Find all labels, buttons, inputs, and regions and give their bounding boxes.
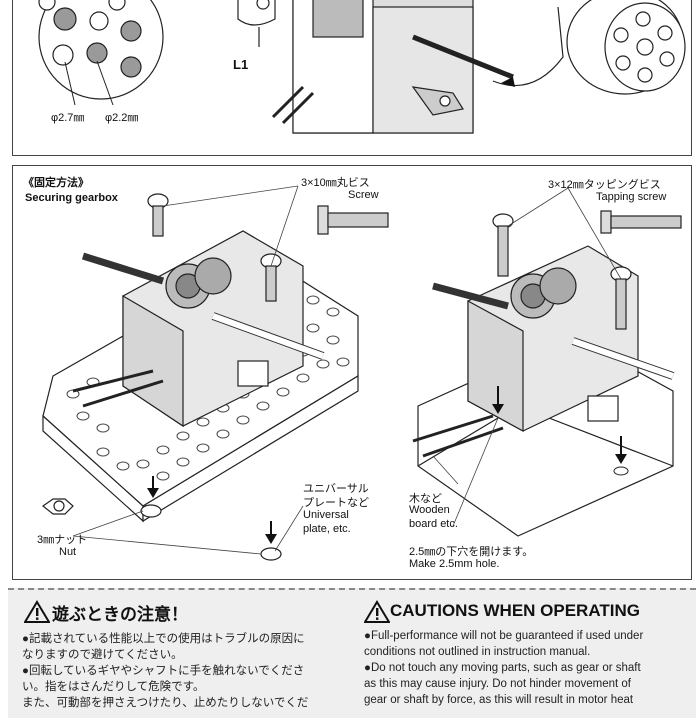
- cautions-title-jp: 遊ぶときの注意！: [52, 605, 188, 624]
- nut-label-en: Nut: [59, 546, 77, 558]
- securing-illustration: [41, 185, 682, 561]
- cautions-title-en: CAUTIONS WHEN OPERATING: [390, 601, 640, 620]
- securing-title-jp: 《固定方法》: [23, 177, 89, 189]
- wood-label-jp: 木など: [409, 493, 442, 505]
- label-diameter-2-2: φ2.2㎜: [105, 112, 139, 124]
- caution-jp-line: また、可動部を押さえつけたり、止めたりしないでくだ: [22, 697, 309, 709]
- caution-en-line: ●Full-performance will not be guaranteed…: [364, 630, 644, 642]
- wheel-hub-illustration: [566, 0, 686, 95]
- nut-label-jp: 3㎜ナット: [37, 534, 88, 546]
- caution-jp-line: い。指をはさんだりして危険です。: [22, 681, 205, 693]
- securing-gearbox-panel: 《固定方法》 Securing gearbox 3×10㎜丸ビス Screw 3…: [12, 165, 692, 580]
- tapping-screw-illustration: [492, 210, 682, 330]
- top-illustration-panel: L1 φ2.7㎜ φ2.2㎜: [12, 0, 692, 156]
- tapping-screw-label-jp: 3×12㎜タッピングビス: [548, 179, 661, 191]
- plate-label-en-2: plate, etc.: [303, 523, 351, 535]
- gearbox-left-illustration: [72, 230, 325, 428]
- screw-label-en: Screw: [348, 189, 379, 201]
- hole-label-en: Make 2.5mm hole.: [409, 558, 500, 570]
- label-l1: L1: [233, 57, 249, 72]
- plate-label-jp-1: ユニバーサル: [303, 483, 369, 495]
- screw-left-illustration: [147, 193, 389, 302]
- caution-en-line: conditions not outlined in instruction m…: [364, 646, 591, 658]
- wood-label-en-2: board etc.: [409, 518, 458, 530]
- tapping-screw-label-en: Tapping screw: [596, 191, 667, 203]
- securing-title-en: Securing gearbox: [25, 192, 118, 204]
- gearbox-right-illustration: [412, 245, 675, 458]
- nut-illustration: [41, 498, 282, 561]
- wood-label-en-1: Wooden: [409, 504, 450, 516]
- plate-label-en-1: Universal: [303, 509, 349, 521]
- caution-jp-line: ●記載されている性能以上での使用はトラブルの原因に: [22, 633, 305, 645]
- gearbox-illustration: [271, 0, 514, 134]
- caution-en-line: gear or shaft by force, as this will res…: [364, 694, 634, 706]
- pulley-disc-illustration: [38, 0, 164, 100]
- screw-label-jp: 3×10㎜丸ビス: [301, 177, 370, 189]
- plate-label-jp-2: プレートなど: [303, 497, 369, 509]
- cautions-panel: 遊ぶときの注意！ CAUTIONS WHEN OPERATING ●記載されてい…: [8, 588, 696, 718]
- caution-en-line: as this may cause injury. Do not hinder …: [364, 678, 631, 690]
- caution-jp-line: ●回転しているギヤやシャフトに手を触れないでくださ: [22, 665, 305, 677]
- caution-jp-line: なりますので避けてください。: [22, 649, 183, 661]
- top-illustration: [38, 0, 686, 134]
- label-diameter-2-7: φ2.7㎜: [51, 112, 85, 124]
- hole-label-jp: 2.5㎜の下穴を開けます。: [409, 546, 534, 558]
- warning-triangle-icon: [364, 600, 390, 623]
- warning-triangle-icon: [24, 600, 50, 623]
- l1-part-illustration: [237, 0, 276, 47]
- caution-en-line: ●Do not touch any moving parts, such as …: [364, 662, 641, 674]
